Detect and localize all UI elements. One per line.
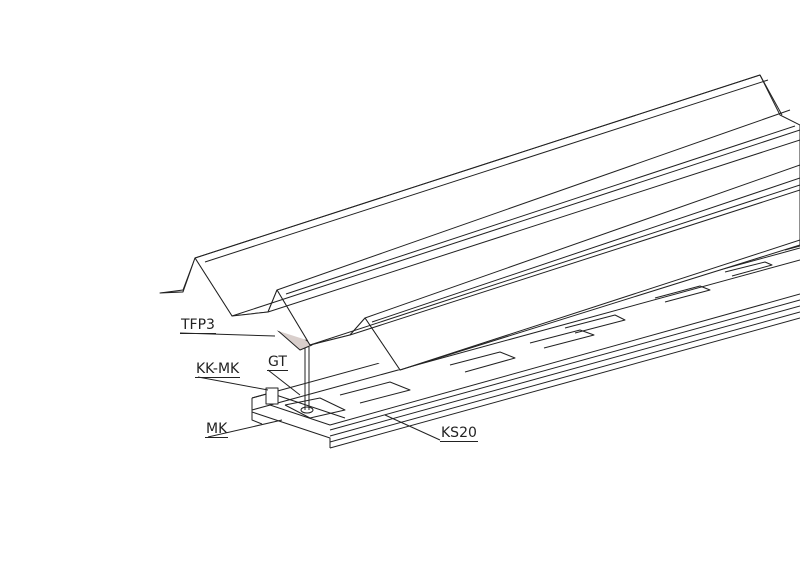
label-gt: GT (267, 354, 288, 371)
trapezoidal-deck (159, 74, 800, 371)
bracket-kk-mk (251, 387, 279, 425)
cable-tray-ks20 (251, 245, 800, 449)
label-tfp3: TFP3 (180, 317, 216, 334)
label-mk: MK (205, 421, 229, 438)
hanger-rod-gt (284, 347, 346, 419)
label-ks20: KS20 (440, 425, 478, 442)
label-kk-mk: KK-MK (195, 361, 241, 378)
